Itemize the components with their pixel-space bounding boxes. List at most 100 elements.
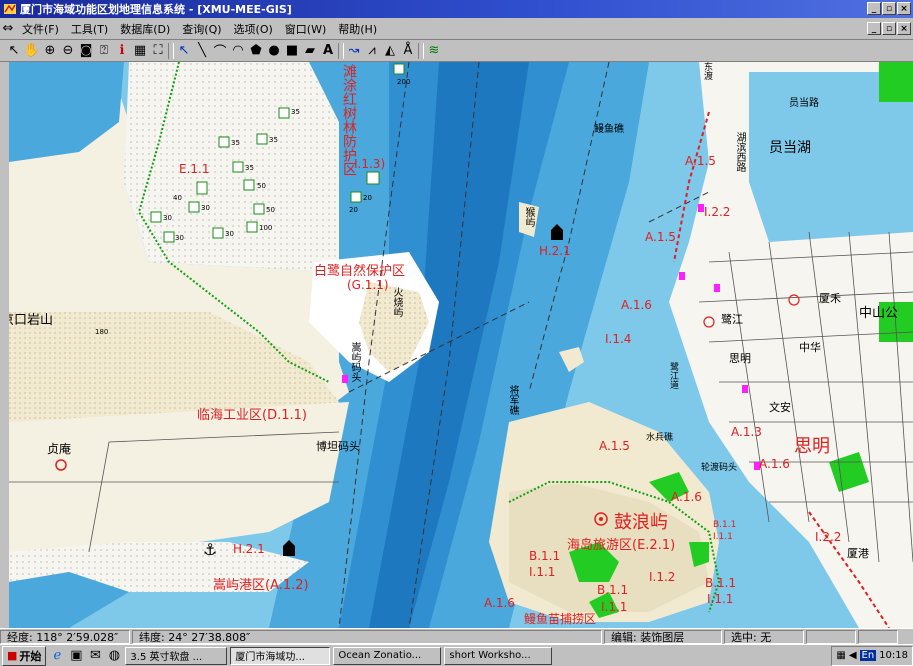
layer-control-icon[interactable]: ≋ bbox=[428, 43, 440, 58]
label-G-1-1: (G.1.1) bbox=[347, 278, 389, 292]
tray-network-icon[interactable]: ▦ bbox=[836, 650, 846, 661]
status-latitude: 纬度: 24° 27′38.808″ bbox=[132, 630, 602, 644]
text-tool-icon[interactable]: A bbox=[322, 43, 334, 58]
label-siming-district: 思明 bbox=[794, 436, 830, 457]
arc-tool-icon[interactable]: ◠ bbox=[232, 43, 244, 58]
menu-tools[interactable]: 工具(T) bbox=[70, 22, 109, 36]
label-I-1-2: I.1.2 bbox=[649, 570, 676, 584]
pan-hand-icon[interactable]: ✋ bbox=[23, 43, 41, 58]
status-empty-2 bbox=[858, 630, 898, 644]
label-I-1-1-a: I.1.1 bbox=[529, 565, 556, 579]
label-general-reef: 将军礁 bbox=[507, 385, 518, 415]
label-zhenan: 贞庵 bbox=[47, 442, 72, 456]
map-svg bbox=[9, 62, 913, 628]
symbol-style-icon[interactable]: ◭ bbox=[385, 43, 395, 58]
menu-database[interactable]: 数据库(D) bbox=[120, 22, 171, 36]
toolbar-separator bbox=[418, 42, 424, 59]
tray-clock: 10:18 bbox=[879, 650, 908, 661]
label-A-1-5-a: A.1.5 bbox=[685, 154, 716, 168]
map-number: 20 bbox=[349, 206, 358, 214]
task-gis-app[interactable]: 厦门市海域功... bbox=[230, 646, 331, 665]
title-bar: 厦门市海域功能区划地理信息系统 - [XMU-MEE-GIS] _ ▫ × bbox=[0, 0, 913, 18]
ie-icon[interactable]: ℯ bbox=[53, 648, 62, 663]
task-workshop-label: short Worksho... bbox=[449, 650, 531, 661]
label-jingkou-rock: 京口岩山 bbox=[9, 313, 54, 328]
label-B-1-1-c: B.1.1 bbox=[705, 576, 737, 590]
close-button[interactable]: × bbox=[897, 2, 911, 15]
polygon-tool-icon[interactable]: ⬟ bbox=[250, 43, 262, 58]
label-H-2-1-b: H.2.1 bbox=[233, 542, 265, 556]
map-canvas[interactable]: 滩涂红树林防护区 I.1.3) E.1.1 A.1.5 I.2.2 A.1.5 … bbox=[9, 62, 913, 628]
map-number: 30 bbox=[201, 204, 210, 212]
mdi-restore-button[interactable]: ▫ bbox=[882, 22, 896, 35]
label-yuandang-lake: 员当湖 bbox=[769, 140, 811, 156]
menu-help[interactable]: 帮助(H) bbox=[338, 22, 378, 36]
task-short-workshop[interactable]: short Worksho... bbox=[444, 646, 553, 665]
reshape-icon[interactable]: ↝ bbox=[348, 43, 360, 58]
map-number: 40 bbox=[173, 194, 182, 202]
label-egret-reserve: 白鹭自然保护区 bbox=[314, 264, 406, 279]
label-zhongshan-park: 中山公 bbox=[859, 306, 899, 321]
mdi-minimize-button[interactable]: _ bbox=[867, 22, 881, 35]
label-shuibing-reef: 水兵礁 bbox=[646, 433, 674, 443]
map-number: 200 bbox=[397, 78, 411, 86]
toolbar: ↖ ✋ ⊕ ⊖ ◙ ⍰ ℹ ▦ ⛶ ↖ ╲ ⌒ ◠ ⬟ ● ■ ▰ A ↝ ⩘ … bbox=[0, 40, 913, 62]
start-button[interactable]: ■ 开始 bbox=[2, 645, 47, 666]
label-B-1-1-d: B.1.1 bbox=[713, 520, 737, 530]
polyline-tool-icon[interactable]: ⌒ bbox=[213, 45, 227, 60]
task-floppy[interactable]: 3.5 英寸软盘 ... bbox=[125, 646, 228, 665]
label-I-2-2-a: I.2.2 bbox=[704, 205, 731, 219]
status-edit-layer: 编辑: 装饰图层 bbox=[604, 630, 722, 644]
select-arrow-icon[interactable]: ↖ bbox=[8, 43, 20, 58]
map-number: 50 bbox=[266, 206, 275, 214]
rectangle-tool-icon[interactable]: ■ bbox=[285, 43, 299, 58]
select-area-icon[interactable]: ⛶ bbox=[153, 43, 163, 58]
map-number: 35 bbox=[245, 164, 254, 172]
add-node-icon[interactable]: ⩘ bbox=[368, 43, 376, 58]
label-eel-reef: 鳗鱼礁 bbox=[594, 124, 624, 135]
left-frame bbox=[0, 62, 9, 628]
menu-query[interactable]: 查询(Q) bbox=[182, 22, 222, 36]
map-number: 35 bbox=[269, 136, 278, 144]
label-B-1-1-b: B.1.1 bbox=[597, 583, 629, 597]
text-style-icon[interactable]: Å bbox=[403, 43, 413, 58]
menu-file[interactable]: 文件(F) bbox=[22, 22, 59, 36]
status-selection: 选中: 无 bbox=[724, 630, 804, 644]
info-icon[interactable]: ℹ bbox=[119, 43, 125, 58]
channels-icon[interactable]: ◍ bbox=[108, 648, 121, 663]
maximize-button[interactable]: ▫ bbox=[882, 2, 896, 15]
ellipse-tool-icon[interactable]: ● bbox=[268, 43, 280, 58]
label-ferry-pier: 轮渡码头 bbox=[701, 463, 738, 473]
windows-logo-icon: ■ bbox=[7, 649, 18, 662]
line-tool-icon[interactable]: ╲ bbox=[198, 43, 206, 58]
task-ocean-zonation[interactable]: Ocean Zonatio... bbox=[333, 646, 442, 665]
minimize-button[interactable]: _ bbox=[867, 2, 881, 15]
zoom-in-icon[interactable]: ⊕ bbox=[44, 43, 56, 58]
outlook-icon[interactable]: ✉ bbox=[89, 648, 101, 663]
table-icon[interactable]: ▦ bbox=[133, 43, 147, 58]
label-H-2-1-a: H.2.1 bbox=[539, 244, 571, 258]
desktop-icon[interactable]: ▣ bbox=[70, 648, 83, 663]
label-botan-wharf: 博坦码头 bbox=[316, 440, 360, 453]
label-lujiang-road: 鹭江道 bbox=[668, 362, 678, 389]
label-A-1-6-d: A.1.6 bbox=[484, 596, 515, 610]
map-number: 30 bbox=[175, 234, 184, 242]
menu-options[interactable]: 选项(O) bbox=[233, 22, 273, 36]
system-menu-icon[interactable]: ⇔ bbox=[2, 21, 14, 36]
edit-pointer-icon[interactable]: ↖ bbox=[178, 43, 190, 58]
zoom-window-icon[interactable]: ◙ bbox=[79, 43, 93, 58]
label-dongdu: 东渡 bbox=[702, 62, 712, 80]
map-number: 30 bbox=[163, 214, 172, 222]
label-zhonghua: 中华 bbox=[799, 341, 821, 354]
menu-bar: ⇔ 文件(F) 工具(T) 数据库(D) 查询(Q) 选项(O) 窗口(W) 帮… bbox=[0, 18, 913, 40]
tray-volume-icon[interactable]: ◀ bbox=[848, 650, 857, 661]
zoom-out-icon[interactable]: ⊖ bbox=[62, 43, 74, 58]
zoom-query-icon[interactable]: ⍰ bbox=[100, 43, 108, 58]
label-I-1-1-d: I.1.1 bbox=[713, 532, 733, 542]
status-bar: 经度: 118° 2′59.028″ 纬度: 24° 27′38.808″ 编辑… bbox=[0, 628, 913, 645]
tray-lang-icon[interactable]: En bbox=[859, 650, 877, 661]
mdi-close-button[interactable]: × bbox=[897, 22, 911, 35]
rounded-rect-tool-icon[interactable]: ▰ bbox=[305, 43, 315, 58]
label-A-1-6-b: A.1.6 bbox=[759, 457, 790, 471]
menu-window[interactable]: 窗口(W) bbox=[284, 22, 327, 36]
